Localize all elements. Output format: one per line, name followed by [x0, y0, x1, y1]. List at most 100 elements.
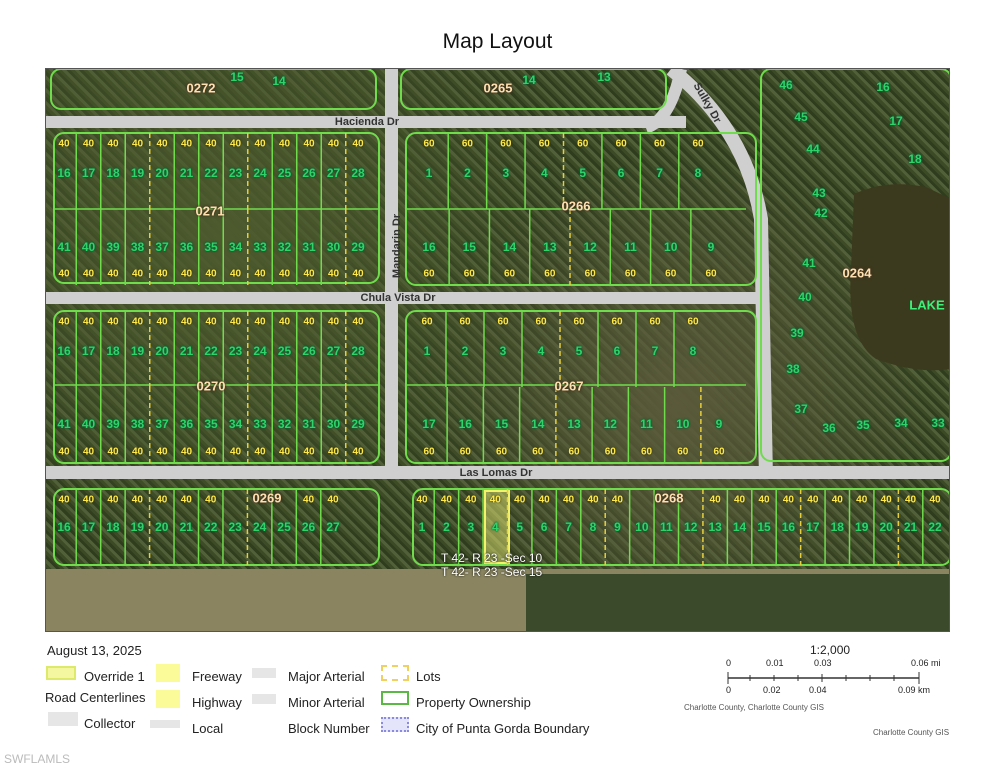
- lot-number[interactable]: 13: [567, 417, 581, 431]
- lot-number[interactable]: 18: [908, 152, 922, 166]
- lot-number[interactable]: 37: [794, 402, 808, 416]
- lot-number[interactable]: 18: [830, 520, 844, 534]
- lot-number[interactable]: 19: [130, 344, 145, 358]
- lot-number[interactable]: 17: [422, 417, 436, 431]
- lot-number[interactable]: 10: [676, 417, 690, 431]
- lot-number[interactable]: 22: [204, 520, 218, 534]
- lot-number[interactable]: 40: [81, 240, 96, 254]
- lot-number[interactable]: 34: [894, 416, 908, 430]
- lot-number[interactable]: 20: [155, 344, 169, 358]
- lot-number[interactable]: 12: [603, 417, 617, 431]
- lot-number[interactable]: 3: [502, 166, 510, 180]
- lot-number[interactable]: 6: [617, 166, 625, 180]
- lot-number[interactable]: 16: [458, 417, 472, 431]
- lot-number[interactable]: 30: [326, 240, 341, 254]
- lot-number[interactable]: 14: [502, 240, 517, 254]
- lot-number[interactable]: 1: [423, 344, 431, 358]
- lot-number[interactable]: 14: [531, 417, 545, 431]
- lot-number[interactable]: 19: [130, 166, 145, 180]
- lot-number[interactable]: 3: [499, 344, 507, 358]
- lot-number[interactable]: 9: [707, 240, 715, 254]
- lot-number[interactable]: 11: [659, 520, 673, 534]
- lot-number[interactable]: 16: [876, 80, 890, 94]
- lot-number[interactable]: 38: [130, 240, 145, 254]
- lot-number[interactable]: 29: [351, 417, 365, 431]
- lot-number[interactable]: 23: [228, 520, 242, 534]
- lot-number[interactable]: 22: [928, 520, 942, 534]
- lot-number[interactable]: 31: [302, 240, 316, 254]
- lot-number[interactable]: 14: [732, 520, 747, 534]
- lot-number[interactable]: 23: [228, 166, 243, 180]
- lot-number[interactable]: 16: [57, 166, 71, 180]
- lot-number[interactable]: 13: [597, 70, 611, 84]
- lot-number[interactable]: 16: [57, 520, 71, 534]
- lot-number[interactable]: 37: [155, 240, 169, 254]
- lot-number[interactable]: 8: [689, 344, 697, 358]
- lot-number[interactable]: 28: [351, 166, 365, 180]
- lot-number[interactable]: 21: [179, 520, 193, 534]
- lot-number[interactable]: 35: [204, 240, 218, 254]
- lot-number[interactable]: 39: [106, 240, 120, 254]
- lot-number[interactable]: 6: [540, 520, 548, 534]
- lot-number[interactable]: 15: [494, 417, 509, 431]
- lot-number[interactable]: 41: [57, 240, 71, 254]
- lot-number[interactable]: 26: [301, 520, 316, 534]
- lot-number[interactable]: 16: [57, 344, 71, 358]
- lot-number[interactable]: 12: [583, 240, 597, 254]
- lot-number[interactable]: 45: [794, 110, 808, 124]
- lot-number[interactable]: 18: [106, 166, 120, 180]
- lot-number[interactable]: 40: [798, 290, 812, 304]
- lot-number[interactable]: 27: [326, 344, 341, 358]
- lot-number[interactable]: 33: [931, 416, 945, 430]
- lot-number[interactable]: 17: [81, 344, 96, 358]
- lot-number[interactable]: 11: [640, 417, 653, 431]
- lot-number[interactable]: 34: [228, 417, 243, 431]
- lot-number[interactable]: 5: [579, 166, 587, 180]
- lot-number[interactable]: 17: [81, 520, 96, 534]
- lot-number[interactable]: 5: [575, 344, 583, 358]
- lot-number[interactable]: 24: [253, 344, 267, 358]
- lot-number[interactable]: 2: [461, 344, 469, 358]
- lot-number[interactable]: 44: [806, 142, 820, 156]
- lot-number[interactable]: 9: [614, 520, 621, 534]
- lot-number[interactable]: 27: [326, 166, 341, 180]
- lot-number[interactable]: 8: [589, 520, 597, 534]
- lot-number[interactable]: 35: [856, 418, 870, 432]
- lot-number[interactable]: 21: [179, 344, 194, 358]
- lot-number[interactable]: 36: [179, 240, 194, 254]
- lot-number[interactable]: 40: [81, 417, 96, 431]
- lot-number[interactable]: 8: [694, 166, 702, 180]
- lot-number[interactable]: 10: [664, 240, 678, 254]
- lot-number[interactable]: 32: [277, 417, 292, 431]
- lot-number[interactable]: 12: [684, 520, 698, 534]
- lot-number[interactable]: 24: [252, 520, 267, 534]
- lot-number[interactable]: 20: [155, 520, 169, 534]
- lot-number[interactable]: 22: [204, 166, 218, 180]
- lot-number[interactable]: 18: [106, 520, 120, 534]
- lot-number[interactable]: 11: [624, 240, 637, 254]
- lot-number[interactable]: 25: [277, 520, 291, 534]
- lot-number[interactable]: 9: [715, 417, 723, 431]
- lot-number[interactable]: 26: [302, 344, 316, 358]
- lot-number[interactable]: 21: [179, 166, 194, 180]
- lot-number[interactable]: 23: [228, 344, 243, 358]
- lot-number[interactable]: 43: [812, 186, 826, 200]
- lot-number[interactable]: 19: [855, 520, 869, 534]
- lot-number[interactable]: 15: [462, 240, 476, 254]
- lot-number[interactable]: 7: [565, 520, 572, 534]
- lot-number[interactable]: 39: [790, 326, 804, 340]
- lot-number[interactable]: 34: [228, 240, 243, 254]
- lot-number[interactable]: 7: [651, 344, 659, 358]
- lot-number[interactable]: 33: [253, 417, 267, 431]
- lot-number[interactable]: 15: [757, 520, 771, 534]
- lot-number[interactable]: 32: [277, 240, 292, 254]
- lot-number[interactable]: 15: [230, 70, 244, 84]
- lot-number[interactable]: 5: [516, 520, 524, 534]
- lot-number[interactable]: 39: [106, 417, 120, 431]
- lot-number[interactable]: 16: [781, 520, 796, 534]
- lot-number[interactable]: 31: [302, 417, 316, 431]
- lot-number[interactable]: 25: [277, 166, 292, 180]
- lot-number[interactable]: 35: [204, 417, 218, 431]
- lot-number[interactable]: 19: [130, 520, 145, 534]
